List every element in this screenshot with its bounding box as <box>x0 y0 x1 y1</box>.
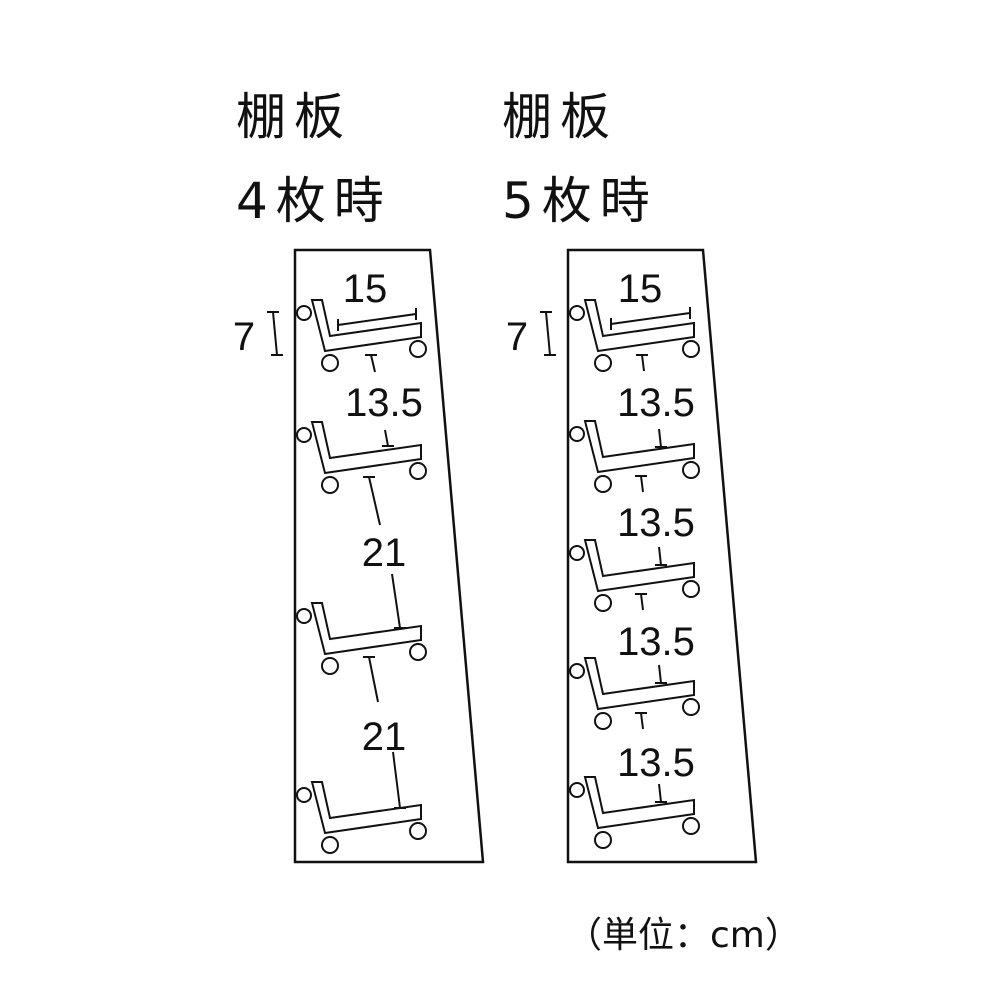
right-title-line1: 棚板 <box>502 88 618 146</box>
left-top-width-label: 15 <box>343 267 388 311</box>
right-gap-label-4: 13.5 <box>617 741 695 785</box>
right-shelf-1 <box>569 299 700 372</box>
right-top-height-label: 7 <box>506 315 528 359</box>
left-gap-dimension-3: 21 <box>362 656 407 809</box>
left-gap-dimension-2: 21 <box>362 476 407 629</box>
left-gap-label-3: 21 <box>362 715 407 759</box>
left-shelf-2 <box>296 421 427 494</box>
left-top-width-dimension: 15 <box>337 267 417 331</box>
right-shelf-3 <box>569 539 700 612</box>
left-gap-dimension-1: 13.5 <box>345 354 423 447</box>
right-gap-label-3: 13.5 <box>617 620 695 664</box>
right-gap-dimension-4: 13.5 <box>617 712 695 803</box>
right-top-height-dimension: 7 <box>506 311 556 359</box>
left-title-line1: 棚板 <box>236 88 352 146</box>
left-shelf-1 <box>296 299 427 372</box>
right-gap-label-1: 13.5 <box>617 381 695 425</box>
unit-label: （単位：cm） <box>566 915 801 956</box>
left-shelf-diagram: 15 7 13.5 21 21 <box>233 248 485 864</box>
right-shelf-4 <box>569 657 700 730</box>
right-shelf-2 <box>569 420 700 493</box>
right-top-width-label: 15 <box>618 267 663 311</box>
left-diagram-title: 棚板 4枚時 <box>236 75 392 243</box>
left-gap-label-1: 13.5 <box>345 381 423 425</box>
right-shelf-diagram: 15 7 13.5 13.5 13.5 13.5 <box>506 248 758 864</box>
left-top-height-dimension: 7 <box>233 311 283 359</box>
right-gap-dimension-3: 13.5 <box>617 593 695 684</box>
right-gap-label-2: 13.5 <box>617 501 695 545</box>
right-gap-dimension-2: 13.5 <box>617 475 695 566</box>
right-shelf-5 <box>569 776 700 849</box>
left-rack-outline <box>293 248 485 864</box>
right-top-width-dimension: 15 <box>610 267 691 330</box>
right-gap-dimension-1: 13.5 <box>617 354 695 448</box>
right-diagram-title: 棚板 5枚時 <box>502 75 658 243</box>
left-top-height-label: 7 <box>233 315 255 359</box>
right-rack-outline <box>566 248 758 864</box>
left-shelf-3 <box>296 602 427 675</box>
left-title-line2: 4枚時 <box>236 172 392 230</box>
right-title-line2: 5枚時 <box>502 172 658 230</box>
left-shelf-4 <box>296 781 427 854</box>
left-gap-label-2: 21 <box>362 531 407 575</box>
